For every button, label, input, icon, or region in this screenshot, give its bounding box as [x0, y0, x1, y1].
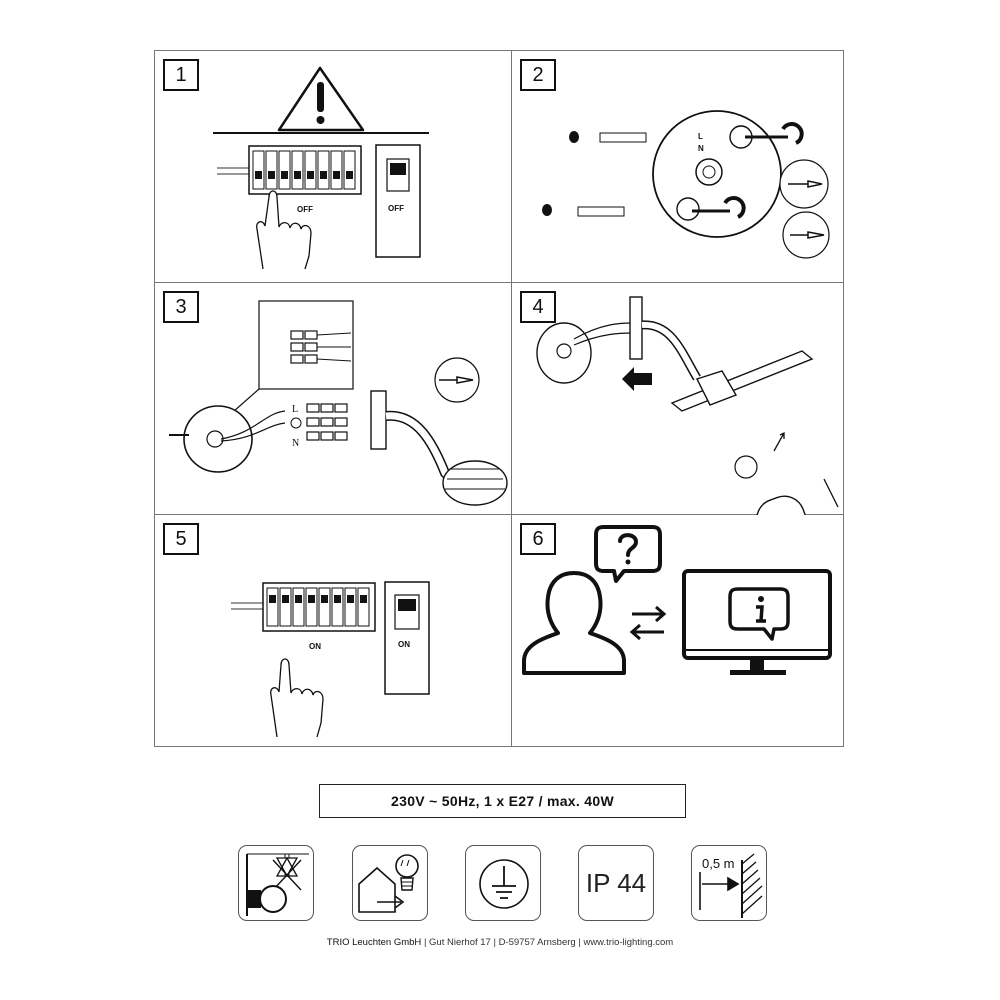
- info-bubble-icon: [728, 587, 790, 641]
- wire-label-l: L: [292, 404, 298, 415]
- hand-pointer-icon: [270, 658, 324, 738]
- exchange-arrow-icon: [632, 605, 667, 623]
- step-number: 4: [520, 291, 556, 323]
- electrical-spec: 230V ~ 50Hz, 1 x E27 / max. 40W: [319, 784, 686, 818]
- rotate-arrow-icon: [781, 122, 804, 145]
- step-3-panel: 3 L N: [155, 283, 512, 515]
- exchange-arrow-icon: [629, 623, 664, 641]
- instruction-grid: 1: [154, 50, 844, 747]
- website-link[interactable]: www.trio-lighting.com: [583, 937, 674, 948]
- footer: TRIO Leuchten GmbH | Gut Nierhof 17 | D-…: [0, 937, 1000, 948]
- wiring-illustration: L N: [169, 300, 508, 506]
- step-6-panel: 6: [512, 515, 843, 746]
- arrow-left-icon: [622, 367, 652, 391]
- hand-pointer-icon: [256, 190, 312, 270]
- separator: |: [423, 937, 427, 948]
- lamp-shade: [670, 350, 814, 412]
- switch-off-illustration: OFF OFF: [213, 66, 429, 270]
- lamp-assembly-illustration: [536, 296, 839, 515]
- step-number: 3: [163, 291, 199, 323]
- min-distance-icon: 0,5 m: [691, 845, 767, 921]
- label-l: L: [698, 132, 703, 141]
- ip-rating-text: IP 44: [585, 867, 647, 898]
- step-4-panel: 4: [512, 283, 843, 515]
- step-number: 6: [520, 523, 556, 555]
- contact-support-illustration: [522, 525, 832, 675]
- separator: |: [493, 937, 496, 948]
- step-5-panel: 5 ON ON: [155, 515, 512, 746]
- bulb-icon: [734, 455, 758, 479]
- earth-icon: [290, 417, 302, 429]
- label-n: N: [698, 144, 704, 153]
- mounting-plate: L N: [652, 110, 782, 238]
- off-label: OFF: [297, 205, 313, 214]
- glass-cover: [756, 495, 812, 515]
- on-label: ON: [309, 642, 321, 651]
- main-switch-box: OFF: [375, 144, 421, 258]
- company-name: TRIO Leuchten GmbH: [326, 937, 422, 948]
- rotate-arrow-icon: [723, 196, 746, 219]
- step-number: 5: [163, 523, 199, 555]
- outdoor-lamp-icon: [352, 845, 428, 921]
- step-2-panel: 2 L N: [512, 51, 843, 283]
- ip-rating-icon: IP 44: [578, 845, 654, 921]
- mounting-illustration: L N: [542, 110, 830, 259]
- step-number: 2: [520, 59, 556, 91]
- address: Gut Nierhof 17: [429, 937, 491, 948]
- step-1-panel: 1: [155, 51, 512, 283]
- on-label-main: ON: [398, 640, 410, 649]
- symbol-row: IP 44 0,5 m: [238, 845, 768, 923]
- step-number: 1: [163, 59, 199, 91]
- switch-on-illustration: ON ON: [231, 581, 430, 738]
- off-label-main: OFF: [388, 204, 404, 213]
- no-direct-mounting-icon: [238, 845, 314, 921]
- wire-label-n: N: [292, 438, 299, 449]
- separator: |: [578, 937, 581, 948]
- breaker-panel: OFF: [217, 145, 362, 214]
- warning-triangle-icon: [277, 66, 365, 132]
- city: D-59757 Arnsberg: [498, 937, 576, 948]
- distance-text: 0,5 m: [702, 856, 735, 871]
- protective-earth-icon: [465, 845, 541, 921]
- person-icon: [522, 571, 626, 675]
